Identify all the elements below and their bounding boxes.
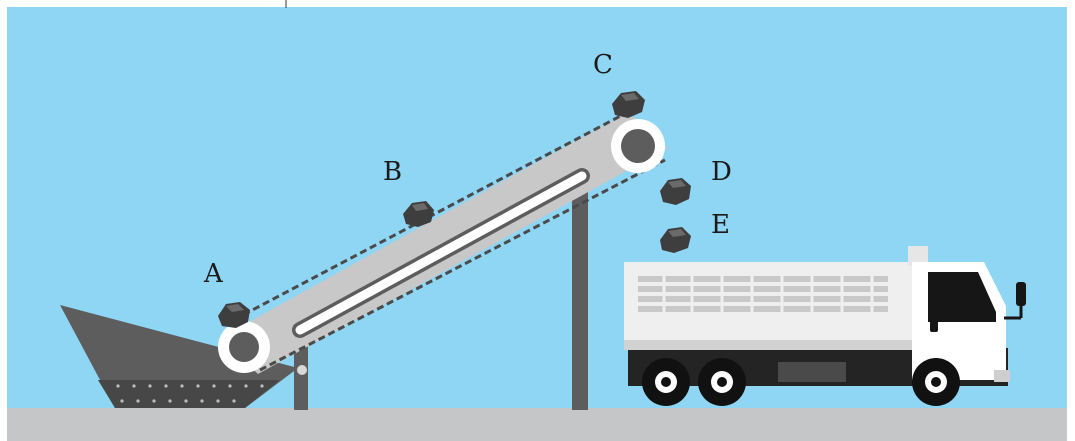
belt-top-edge — [223, 110, 629, 327]
hopper-pivot — [297, 365, 307, 375]
label-d: D — [711, 157, 732, 187]
rock-at-e — [660, 227, 691, 253]
ground — [7, 408, 1067, 441]
upper-pulley — [611, 119, 665, 173]
truck-bed-dividers — [662, 274, 874, 314]
conveyor-belt — [220, 110, 668, 374]
truck-rear-wheel-1 — [642, 358, 690, 406]
truck-front-wheel — [912, 358, 960, 406]
rear-support-post — [572, 170, 588, 410]
truck-bed-slats — [638, 276, 888, 312]
rock-at-c — [612, 91, 645, 118]
belt-bottom-edge — [259, 158, 666, 372]
label-c: C — [593, 50, 613, 80]
truck-bumper — [994, 370, 1010, 382]
belt-inner-slot — [295, 171, 587, 335]
truck-door-handle — [930, 318, 938, 332]
truck-fuel-tank — [778, 362, 846, 382]
label-e: E — [711, 210, 730, 240]
truck-bed-rail — [908, 246, 928, 266]
rock-at-a — [218, 302, 250, 328]
truck-mirror — [1016, 282, 1026, 306]
truck-bed-shadow — [624, 340, 916, 350]
lower-pulley — [218, 321, 270, 373]
label-b: B — [383, 157, 402, 187]
hopper-rivets — [116, 384, 264, 403]
dump-truck — [624, 246, 1026, 406]
truck-window — [928, 272, 996, 322]
rock-at-b — [403, 201, 434, 227]
truck-rear-wheel-2 — [698, 358, 746, 406]
label-a: A — [203, 259, 224, 289]
hopper — [60, 305, 298, 408]
rock-at-d — [660, 178, 691, 205]
